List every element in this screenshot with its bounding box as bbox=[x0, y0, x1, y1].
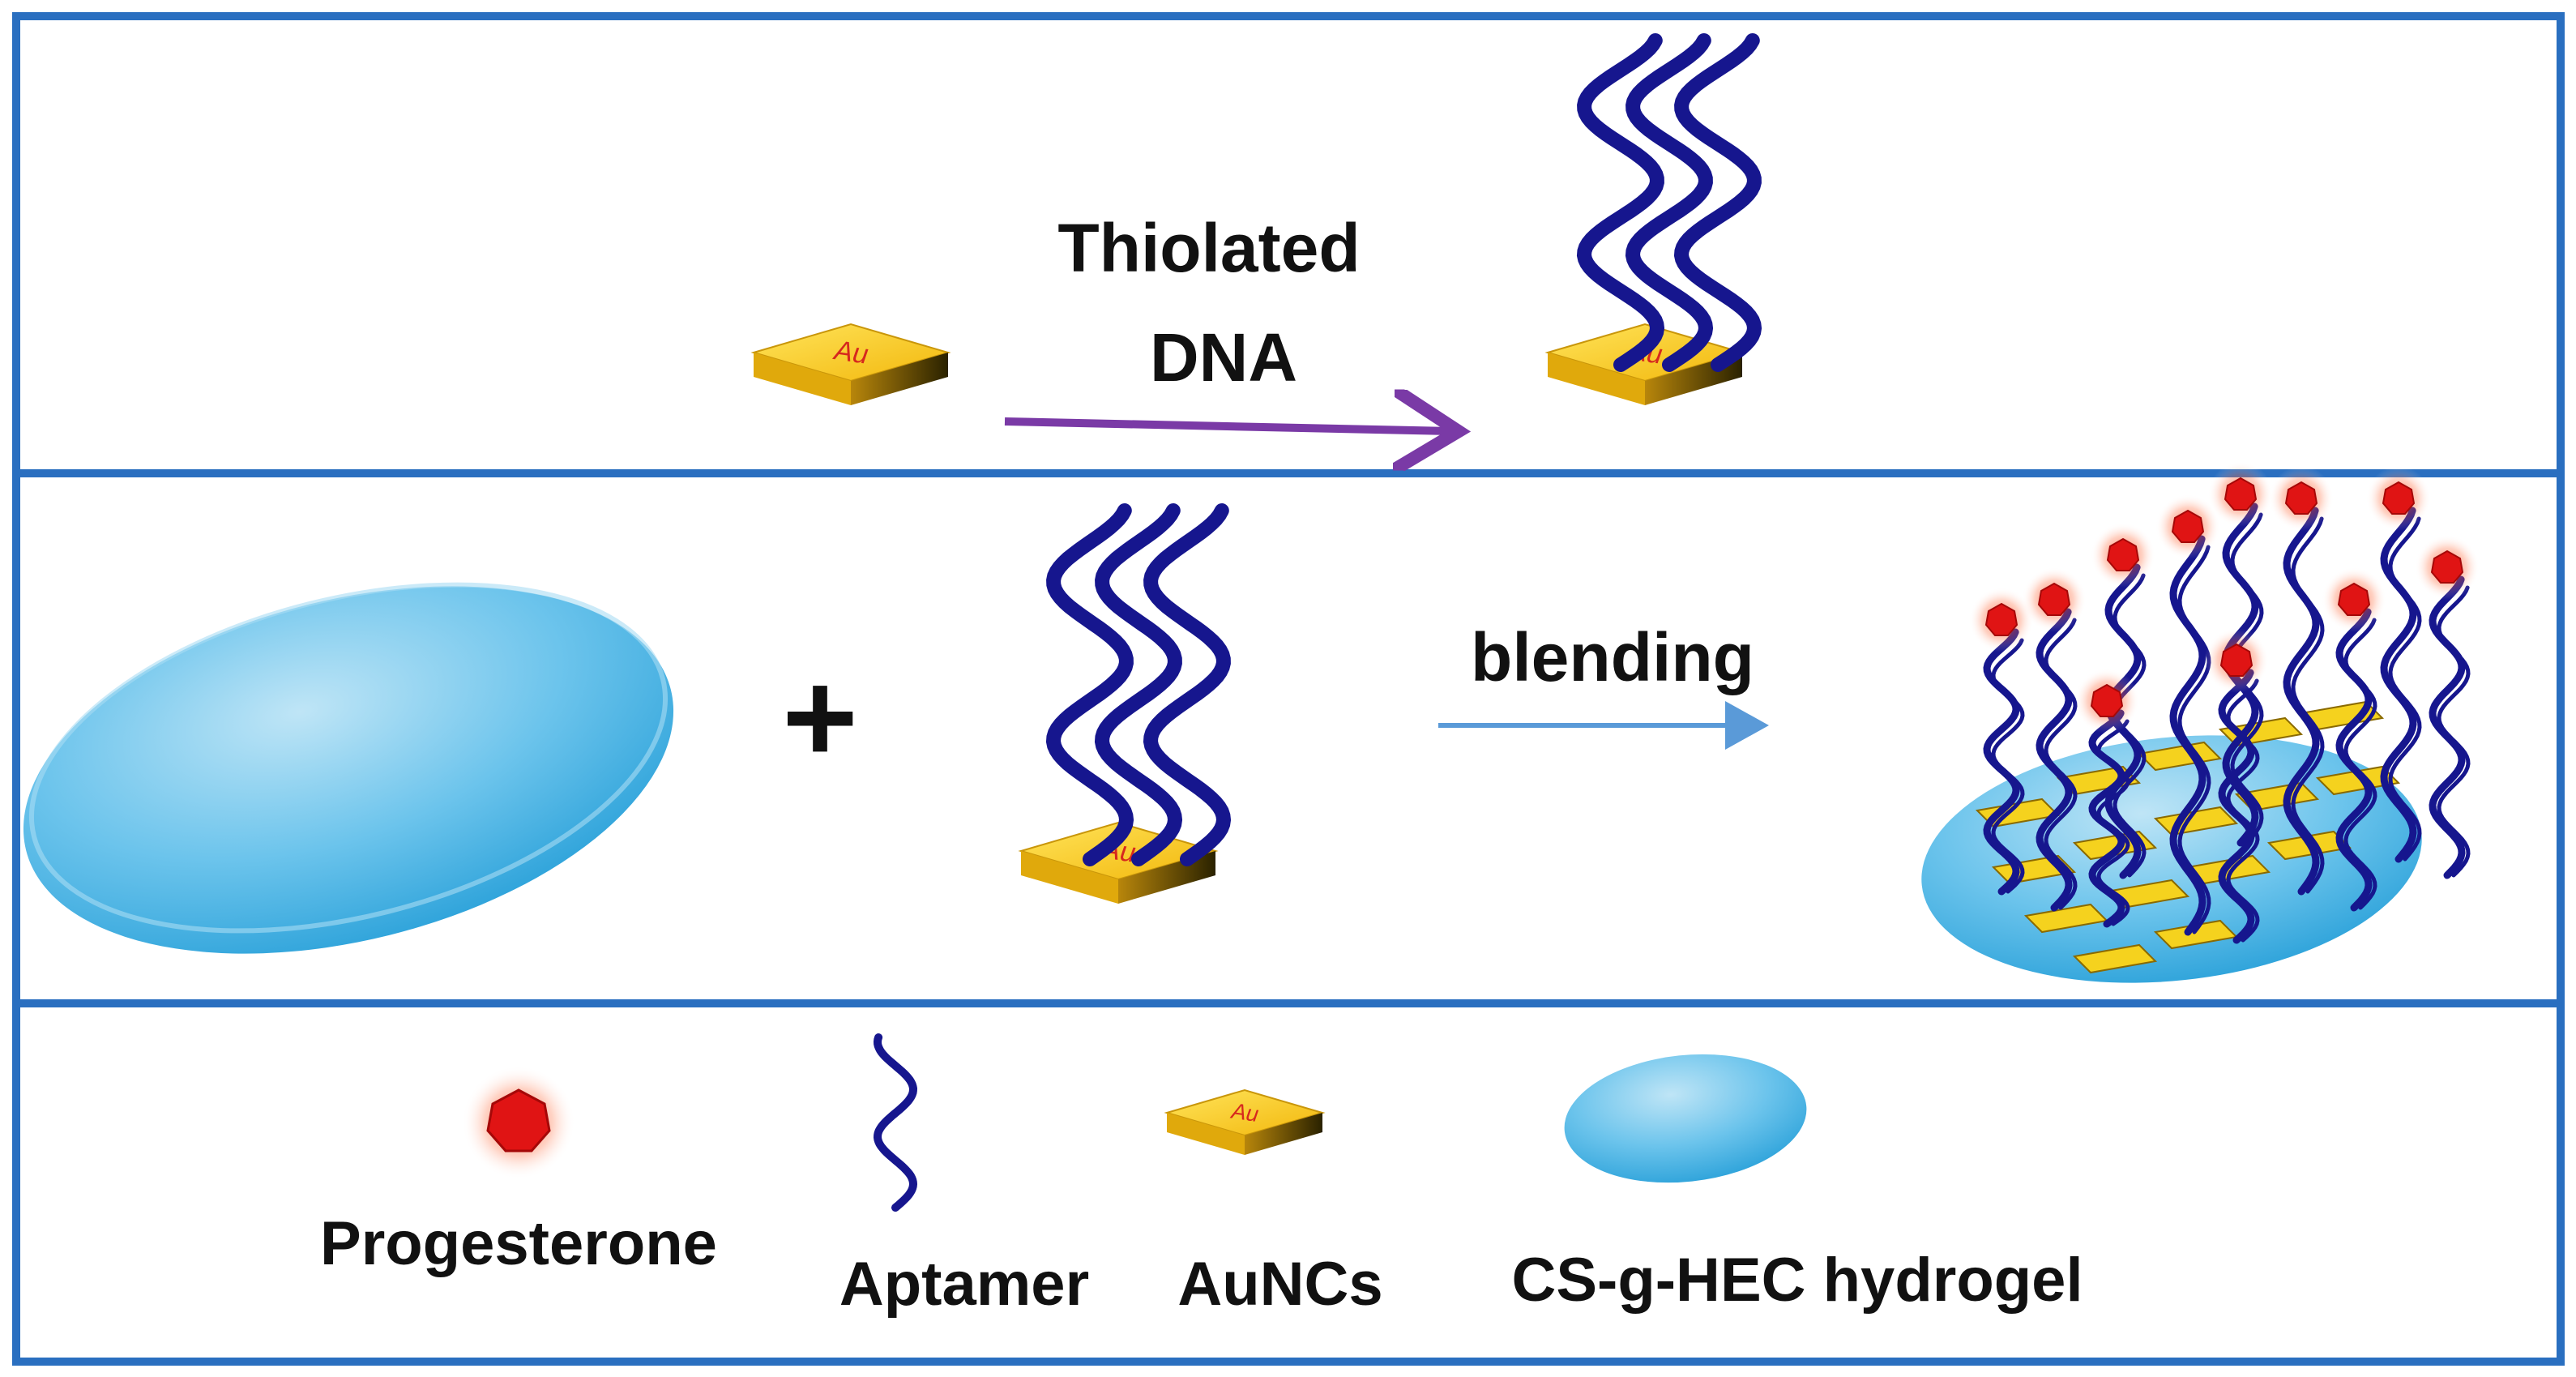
aptamer-strand bbox=[2335, 608, 2373, 912]
progesterone-molecule bbox=[2037, 582, 2071, 616]
aptamer-strand bbox=[1983, 628, 2020, 896]
row-2: + Au blending bbox=[23, 462, 2480, 983]
progesterone-molecule bbox=[2106, 537, 2140, 571]
aptamer-strand bbox=[2226, 678, 2260, 943]
aptamer-strand bbox=[2388, 516, 2422, 862]
legend-hydrogel-label: CS-g-HEC hydrogel bbox=[1511, 1246, 2083, 1315]
progesterone-molecule bbox=[2171, 509, 2205, 543]
aptamer-strand bbox=[2437, 585, 2471, 878]
composite-aptamers bbox=[1983, 502, 2471, 944]
progesterone-molecule bbox=[2090, 683, 2124, 717]
plus-sign: + bbox=[782, 644, 857, 789]
aptamer-strand bbox=[873, 1033, 918, 1212]
aptamer-strand bbox=[2218, 669, 2255, 944]
step1-label-line1: Thiolated bbox=[1057, 210, 1360, 286]
legend-progesterone-icon bbox=[462, 1066, 575, 1179]
legend-aptamer-icon bbox=[873, 1033, 918, 1212]
progesterone-molecule bbox=[1984, 602, 2019, 636]
gold-nanocluster: Au bbox=[750, 323, 951, 405]
aptamer-strand bbox=[1045, 503, 1134, 866]
aptamer-strand bbox=[2380, 507, 2417, 863]
gold-cluster-tile bbox=[2072, 943, 2158, 974]
aptamer-strand bbox=[2096, 719, 2130, 926]
progesterone-molecule bbox=[2430, 550, 2464, 584]
aptamer-strand bbox=[2343, 618, 2377, 910]
aptamer-strand bbox=[2429, 575, 2466, 879]
aptamer-strand bbox=[1673, 33, 1762, 372]
au-label: Au bbox=[1228, 1097, 1260, 1127]
progesterone-molecule bbox=[2284, 481, 2318, 515]
legend-progesterone-label: Progesterone bbox=[320, 1209, 717, 1278]
progesterone-molecule bbox=[2382, 481, 2416, 515]
aptamer-strand bbox=[2291, 516, 2325, 894]
step1-label-line2: DNA bbox=[1150, 319, 1297, 396]
aptamer-strand bbox=[1625, 33, 1714, 372]
aptamer-strand bbox=[1991, 638, 2025, 894]
au-label: Au bbox=[831, 335, 870, 370]
aptamer-strand bbox=[2036, 608, 2073, 912]
aptamer-strand bbox=[1094, 503, 1183, 866]
progesterone-molecule bbox=[2219, 643, 2253, 677]
aptamer-strand bbox=[1143, 503, 1232, 866]
aptamer-strand bbox=[2283, 507, 2320, 896]
hydrogel-disc bbox=[23, 582, 674, 954]
progesterone-molecule bbox=[2337, 582, 2371, 616]
step2-label: blending bbox=[1471, 619, 1754, 695]
legend-hydrogel-icon bbox=[1564, 1054, 1807, 1183]
aptamer-group bbox=[1576, 33, 1762, 372]
legend-aptamer-label: Aptamer bbox=[839, 1250, 1089, 1319]
aptamer-strand bbox=[2088, 709, 2125, 928]
arrow-thiolated-dna bbox=[1004, 421, 1450, 431]
aptamer-strand bbox=[2177, 545, 2211, 934]
aptamer-strand bbox=[2169, 535, 2206, 936]
aptamer-hydrogel-composite bbox=[1921, 462, 2480, 983]
row-1: Au Thiolated DNA Au bbox=[750, 33, 1762, 431]
legend-aunc-label: AuNCs bbox=[1177, 1250, 1382, 1319]
aptamer-group bbox=[1045, 503, 1232, 866]
aptamer-strand bbox=[2044, 618, 2078, 910]
aptamer-strand bbox=[1576, 33, 1665, 372]
progesterone-molecule bbox=[2224, 477, 2258, 511]
legend-aunc-icon: Au bbox=[1164, 1088, 1326, 1155]
legend: Progesterone Aptamer Au AuNCs CS-g-HEC h… bbox=[320, 1033, 2083, 1319]
bound-progesterone bbox=[1969, 462, 2480, 733]
panel-frame bbox=[12, 12, 2565, 1366]
